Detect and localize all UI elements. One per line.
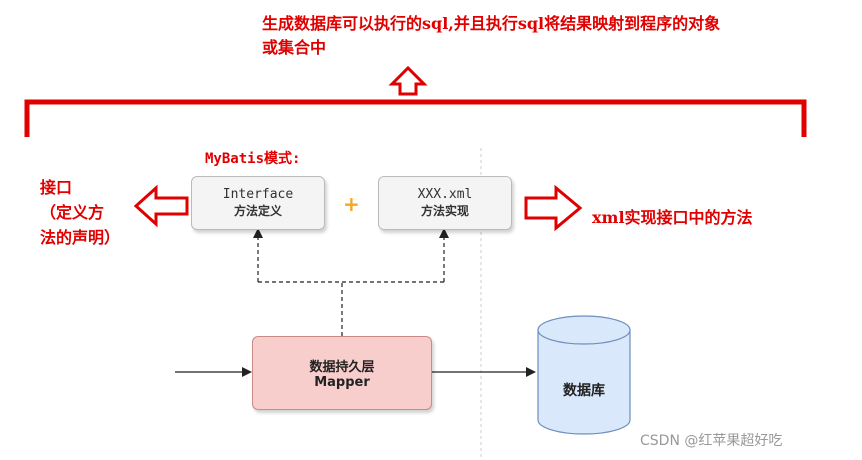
mybatis-label: MyBatis模式: [205, 151, 301, 167]
interface-box-subtitle: 方法定义 [233, 204, 282, 218]
database-label: 数据库 [563, 383, 605, 399]
interface-box-title: Interface [222, 187, 294, 202]
mapper-box-title: 数据持久层 [309, 360, 375, 375]
arrowhead-to-interface [253, 228, 263, 238]
left-note-line-2: （定义方 [40, 203, 105, 222]
right-arrow-icon [524, 184, 583, 232]
xml-box-title: XXX.xml [417, 187, 473, 202]
watermark: CSDN @红苹果超好吃 [640, 433, 783, 449]
left-note-line-3: 法的声明） [40, 228, 121, 247]
plus-sign: + [343, 192, 360, 216]
mapper-box-subtitle: Mapper [314, 375, 370, 390]
up-arrow-icon [388, 65, 428, 96]
arrowhead-to-xml [439, 228, 449, 238]
db-arrowhead [526, 367, 536, 377]
left-note: 接口 （定义方 法的声明） [40, 175, 120, 250]
left-arrow-icon [133, 184, 189, 228]
database-cylinder [537, 315, 631, 435]
xml-box: XXX.xml 方法实现 [378, 176, 512, 230]
top-annotation: 生成数据库可以执行的sql,并且执行sql将结果映射到程序的对象或集合中 [262, 14, 721, 57]
incoming-arrowhead [242, 367, 252, 377]
mapper-box: 数据持久层 Mapper [252, 336, 432, 410]
left-note-line-1: 接口 [40, 178, 73, 197]
dashed-connectors [257, 235, 445, 336]
interface-box: Interface 方法定义 [191, 176, 325, 230]
scope-bracket [24, 99, 807, 137]
xml-box-subtitle: 方法实现 [420, 204, 469, 218]
right-note: xml实现接口中的方法 [592, 208, 753, 227]
